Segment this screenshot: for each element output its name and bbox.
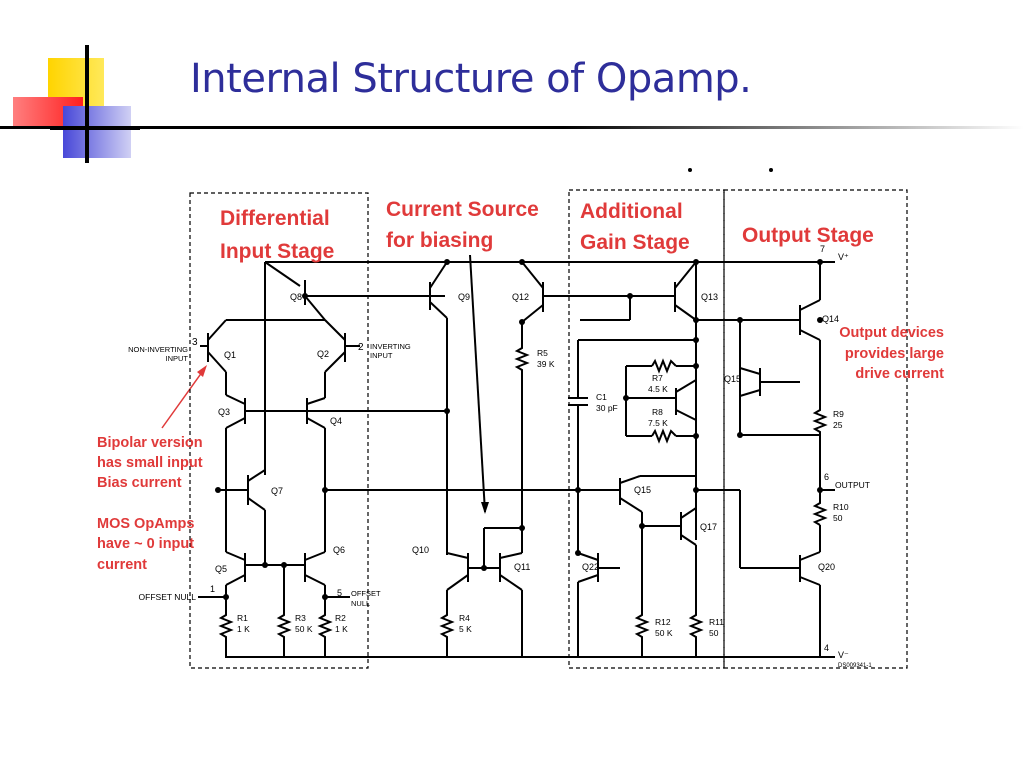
pin-7-label: 7 (820, 244, 825, 254)
pin-4-label: 4 (824, 643, 829, 653)
transistor-label: Q2 (317, 349, 329, 359)
colored-blocks-logo-icon (13, 45, 140, 163)
resistor-label: R5 (537, 348, 548, 358)
non-inverting-input-label: INPUT (166, 354, 189, 363)
transistor-label: Q17 (700, 522, 717, 532)
output-devices-note-1: Output devices (839, 325, 944, 341)
transistor-label: Q10 (412, 545, 429, 555)
resistor-label: R1 (237, 613, 248, 623)
mos-note-3: current (97, 557, 147, 573)
resistor-value: 25 (833, 420, 843, 430)
pin-2-label: 2 (358, 342, 364, 353)
resistor-value: 50 K (295, 624, 313, 634)
mos-note-2: have ~ 0 input (97, 536, 194, 552)
resistor-value: 50 K (655, 628, 673, 638)
output-pin-label: OUTPUT (835, 480, 870, 490)
output-devices-note-3: drive current (855, 366, 944, 382)
non-inverting-label: NON-INVERTING (128, 345, 188, 354)
resistor-label: R11 (709, 617, 724, 627)
resistor-label: R12 (655, 617, 671, 627)
bipolar-note-2: has small input (97, 455, 203, 471)
transistor-label: Q11 (514, 562, 530, 572)
transistor-label: Q20 (818, 562, 835, 572)
transistor-label: Q15 (634, 485, 651, 495)
resistor-value: 39 K (537, 359, 555, 369)
pin-5-label: 5 (337, 588, 342, 598)
transistor-label: Q5 (215, 564, 227, 574)
transistor-label: Q22 (582, 562, 599, 572)
pin-3-label: 3 (192, 337, 198, 348)
transistor-label: Q1 (224, 350, 236, 360)
capacitor-value: 30 pF (596, 403, 618, 413)
resistor-label: R8 (652, 407, 663, 417)
inverting-label: INVERTING (370, 342, 411, 351)
capacitor-label: C1 (596, 392, 607, 402)
resistor-label: R4 (459, 613, 470, 623)
mos-note-1: MOS OpAmps (97, 516, 194, 532)
differential-stage-label-1: Differential (220, 207, 330, 230)
resistor-value: 1 K (335, 624, 348, 634)
resistor-value: 1 K (237, 624, 250, 634)
transistor-label: Q14 (822, 314, 839, 324)
transistor-label: Q9 (458, 292, 470, 302)
transistor-label: Q13 (701, 292, 718, 302)
transistor-label: Q6 (333, 545, 345, 555)
resistor-value: 5 K (459, 624, 472, 634)
current-source-label-1: Current Source (386, 198, 539, 221)
additional-gain-label-2: Gain Stage (580, 231, 690, 254)
offset-null-label: OFFSET NULL (139, 592, 197, 602)
bipolar-note-3: Bias current (97, 475, 182, 491)
resistor-label: R9 (833, 409, 844, 419)
title-divider (0, 126, 1024, 129)
transistor-label: Q8 (290, 292, 302, 302)
null-label: NULL (351, 599, 370, 608)
transistor-label: Q7 (271, 486, 283, 496)
pin-6-label: 6 (824, 472, 829, 482)
current-source-label-2: for biasing (386, 229, 493, 252)
transistor-label: Q12 (512, 292, 529, 302)
transistor-label: Q15 (724, 374, 741, 384)
transistor-label: Q3 (218, 407, 230, 417)
transistor-label: Q4 (330, 416, 342, 426)
inverting-input-label: INPUT (370, 351, 393, 360)
resistor-value: 50 (833, 513, 843, 523)
additional-gain-label-1: Additional (580, 200, 683, 223)
offset-label: OFFSET (351, 589, 381, 598)
output-stage-label: Output Stage (742, 224, 874, 247)
slide-title: Internal Structure of Opamp. (190, 56, 752, 102)
pin-1-label: 1 (210, 584, 215, 594)
drawing-code: DS009341-1 (838, 663, 872, 669)
resistor-value: 4.5 K (648, 384, 668, 394)
bipolar-note-1: Bipolar version (97, 435, 203, 451)
resistor-label: R10 (833, 502, 849, 512)
resistor-label: R3 (295, 613, 306, 623)
resistor-value: 7.5 K (648, 418, 668, 428)
vminus-label: V⁻ (838, 650, 849, 660)
resistor-label: R2 (335, 613, 346, 623)
opamp-schematic: Differential Input Stage Current Source … (97, 168, 944, 669)
output-devices-note-2: provides large (845, 346, 944, 362)
differential-stage-label-2: Input Stage (220, 240, 334, 263)
resistor-value: 50 (709, 628, 719, 638)
resistor-label: R7 (652, 373, 663, 383)
vplus-label: V⁺ (838, 252, 849, 262)
